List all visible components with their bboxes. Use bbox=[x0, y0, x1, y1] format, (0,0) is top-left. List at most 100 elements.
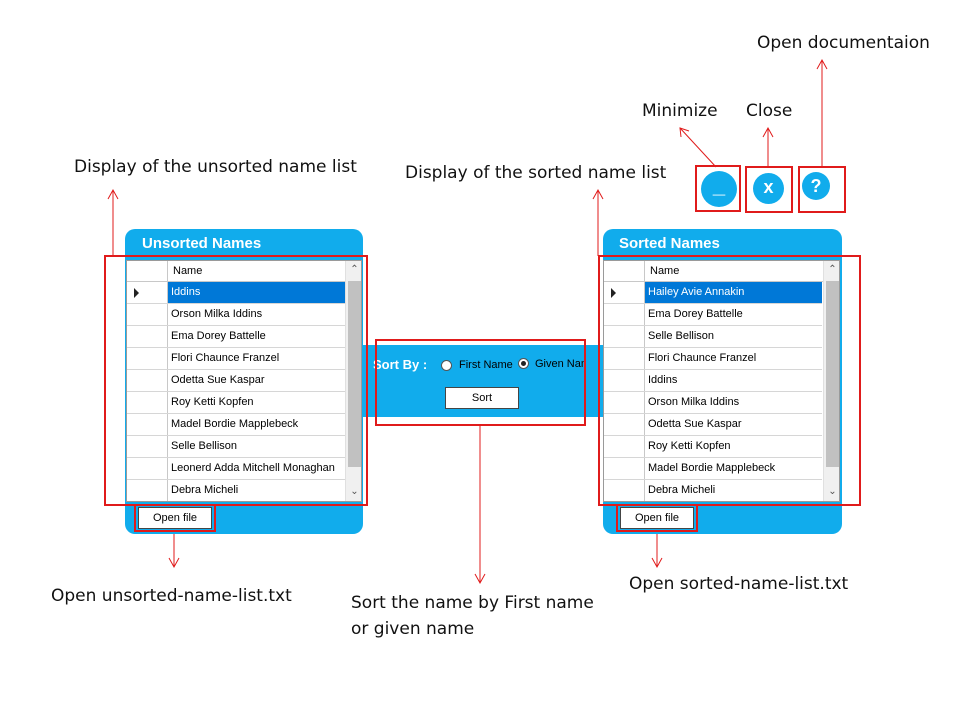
name-cell[interactable]: Orson Milka Iddins bbox=[648, 396, 740, 408]
open-unsorted-file-button[interactable]: Open file bbox=[138, 507, 212, 529]
help-icon: ? bbox=[810, 176, 822, 196]
row-header[interactable] bbox=[604, 414, 645, 435]
row-header[interactable] bbox=[127, 414, 168, 435]
row-header[interactable] bbox=[604, 326, 645, 347]
table-row[interactable]: Madel Bordie Mapplebeck bbox=[127, 414, 345, 436]
scroll-thumb[interactable] bbox=[826, 281, 839, 467]
radio-given-name-label[interactable]: Given Name bbox=[535, 358, 584, 370]
highlight-sort-controls bbox=[375, 339, 586, 426]
name-cell[interactable]: Ema Dorey Battelle bbox=[171, 330, 266, 342]
table-row[interactable]: Orson Milka Iddins bbox=[127, 304, 345, 326]
row-header[interactable] bbox=[127, 348, 168, 369]
table-row[interactable]: Madel Bordie Mapplebeck bbox=[604, 458, 822, 480]
name-cell[interactable]: Odetta Sue Kaspar bbox=[648, 418, 742, 430]
row-header[interactable] bbox=[127, 282, 168, 303]
row-header[interactable] bbox=[127, 304, 168, 325]
annotation-minimize: Minimize bbox=[642, 101, 718, 121]
row-header[interactable] bbox=[127, 480, 168, 501]
name-cell[interactable]: Orson Milka Iddins bbox=[171, 308, 263, 320]
table-row[interactable]: Leonerd Adda Mitchell Monaghan bbox=[127, 458, 345, 480]
name-cell[interactable]: Selle Bellison bbox=[171, 440, 238, 452]
table-row[interactable]: Iddins bbox=[604, 370, 822, 392]
help-button[interactable]: ? bbox=[802, 172, 830, 200]
sorted-column-name[interactable]: Name bbox=[650, 265, 680, 277]
table-row[interactable]: Orson Milka Iddins bbox=[604, 392, 822, 414]
annotation-open-documentation: Open documentaion bbox=[757, 33, 930, 53]
open-sorted-file-button[interactable]: Open file bbox=[620, 507, 694, 529]
radio-given-name[interactable] bbox=[518, 358, 529, 369]
table-row[interactable]: Roy Ketti Kopfen bbox=[127, 392, 345, 414]
row-header[interactable] bbox=[127, 326, 168, 347]
row-header[interactable] bbox=[604, 436, 645, 457]
table-row[interactable]: Flori Chaunce Franzel bbox=[604, 348, 822, 370]
sorted-scrollbar[interactable]: ⌃ ⌄ bbox=[823, 261, 839, 501]
row-header[interactable] bbox=[604, 304, 645, 325]
scroll-thumb[interactable] bbox=[348, 281, 361, 467]
name-cell[interactable]: Iddins bbox=[648, 374, 678, 386]
highlight-open-unsorted bbox=[134, 504, 216, 532]
row-header[interactable] bbox=[127, 370, 168, 391]
row-header[interactable] bbox=[127, 458, 168, 479]
name-cell[interactable]: Selle Bellison bbox=[648, 330, 715, 342]
name-cell[interactable]: Madel Bordie Mapplebeck bbox=[648, 462, 776, 474]
scroll-up-icon[interactable]: ⌃ bbox=[828, 264, 837, 275]
minimize-button[interactable]: _ bbox=[701, 171, 737, 207]
sort-button[interactable]: Sort bbox=[445, 387, 519, 409]
table-row[interactable]: Odetta Sue Kaspar bbox=[604, 414, 822, 436]
close-button[interactable]: x bbox=[753, 173, 784, 204]
table-row[interactable]: Debra Micheli bbox=[604, 480, 822, 501]
radio-first-name[interactable] bbox=[441, 360, 452, 371]
unsorted-grid-header: Name bbox=[127, 261, 345, 282]
name-cell[interactable]: Flori Chaunce Franzel bbox=[171, 352, 280, 364]
table-row[interactable]: Hailey Avie Annakin bbox=[604, 282, 822, 304]
table-row[interactable]: Odetta Sue Kaspar bbox=[127, 370, 345, 392]
name-cell[interactable]: Roy Ketti Kopfen bbox=[171, 396, 254, 408]
sorted-grid-header: Name bbox=[604, 261, 823, 282]
scroll-down-icon[interactable]: ⌄ bbox=[828, 486, 837, 497]
name-cell[interactable]: Odetta Sue Kaspar bbox=[171, 374, 265, 386]
annotation-sort-line-1: Sort the name by First name bbox=[351, 593, 594, 613]
table-row[interactable]: Iddins bbox=[127, 282, 345, 304]
name-cell[interactable]: Hailey Avie Annakin bbox=[645, 282, 822, 303]
scroll-up-icon[interactable]: ⌃ bbox=[350, 264, 359, 275]
scroll-down-icon[interactable]: ⌄ bbox=[350, 486, 359, 497]
table-row[interactable]: Debra Micheli bbox=[127, 480, 345, 501]
row-header[interactable] bbox=[127, 436, 168, 457]
unsorted-title: Unsorted Names bbox=[142, 235, 262, 252]
name-cell[interactable]: Debra Micheli bbox=[171, 484, 239, 496]
highlight-unsorted-grid bbox=[104, 255, 368, 506]
name-cell[interactable]: Flori Chaunce Franzel bbox=[648, 352, 757, 364]
annotation-sort-description: Sort the name by First name or given nam… bbox=[351, 590, 594, 642]
row-header[interactable] bbox=[604, 282, 645, 303]
current-row-icon bbox=[134, 288, 139, 298]
name-cell[interactable]: Iddins bbox=[168, 282, 345, 303]
row-header[interactable] bbox=[604, 480, 645, 501]
name-cell[interactable]: Debra Micheli bbox=[648, 484, 716, 496]
name-cell[interactable]: Madel Bordie Mapplebeck bbox=[171, 418, 299, 430]
name-cell[interactable]: Roy Ketti Kopfen bbox=[648, 440, 731, 452]
table-row[interactable]: Selle Bellison bbox=[127, 436, 345, 458]
table-row[interactable]: Ema Dorey Battelle bbox=[127, 326, 345, 348]
highlight-open-sorted bbox=[616, 504, 698, 532]
radio-first-name-label[interactable]: First Name bbox=[459, 359, 513, 371]
row-header[interactable] bbox=[604, 392, 645, 413]
table-row[interactable]: Ema Dorey Battelle bbox=[604, 304, 822, 326]
highlight-help bbox=[798, 166, 846, 213]
name-cell[interactable]: Leonerd Adda Mitchell Monaghan bbox=[171, 462, 335, 474]
table-row[interactable]: Flori Chaunce Franzel bbox=[127, 348, 345, 370]
table-row[interactable]: Roy Ketti Kopfen bbox=[604, 436, 822, 458]
current-row-icon bbox=[611, 288, 616, 298]
annotation-open-sorted: Open sorted-name-list.txt bbox=[629, 574, 849, 594]
row-header[interactable] bbox=[604, 370, 645, 391]
row-header[interactable] bbox=[604, 348, 645, 369]
name-cell[interactable]: Ema Dorey Battelle bbox=[648, 308, 743, 320]
table-row[interactable]: Selle Bellison bbox=[604, 326, 822, 348]
row-header[interactable] bbox=[604, 458, 645, 479]
highlight-sorted-grid bbox=[598, 255, 861, 506]
unsorted-column-name[interactable]: Name bbox=[173, 265, 203, 277]
unsorted-scrollbar[interactable]: ⌃ ⌄ bbox=[345, 261, 361, 501]
row-header[interactable] bbox=[127, 392, 168, 413]
